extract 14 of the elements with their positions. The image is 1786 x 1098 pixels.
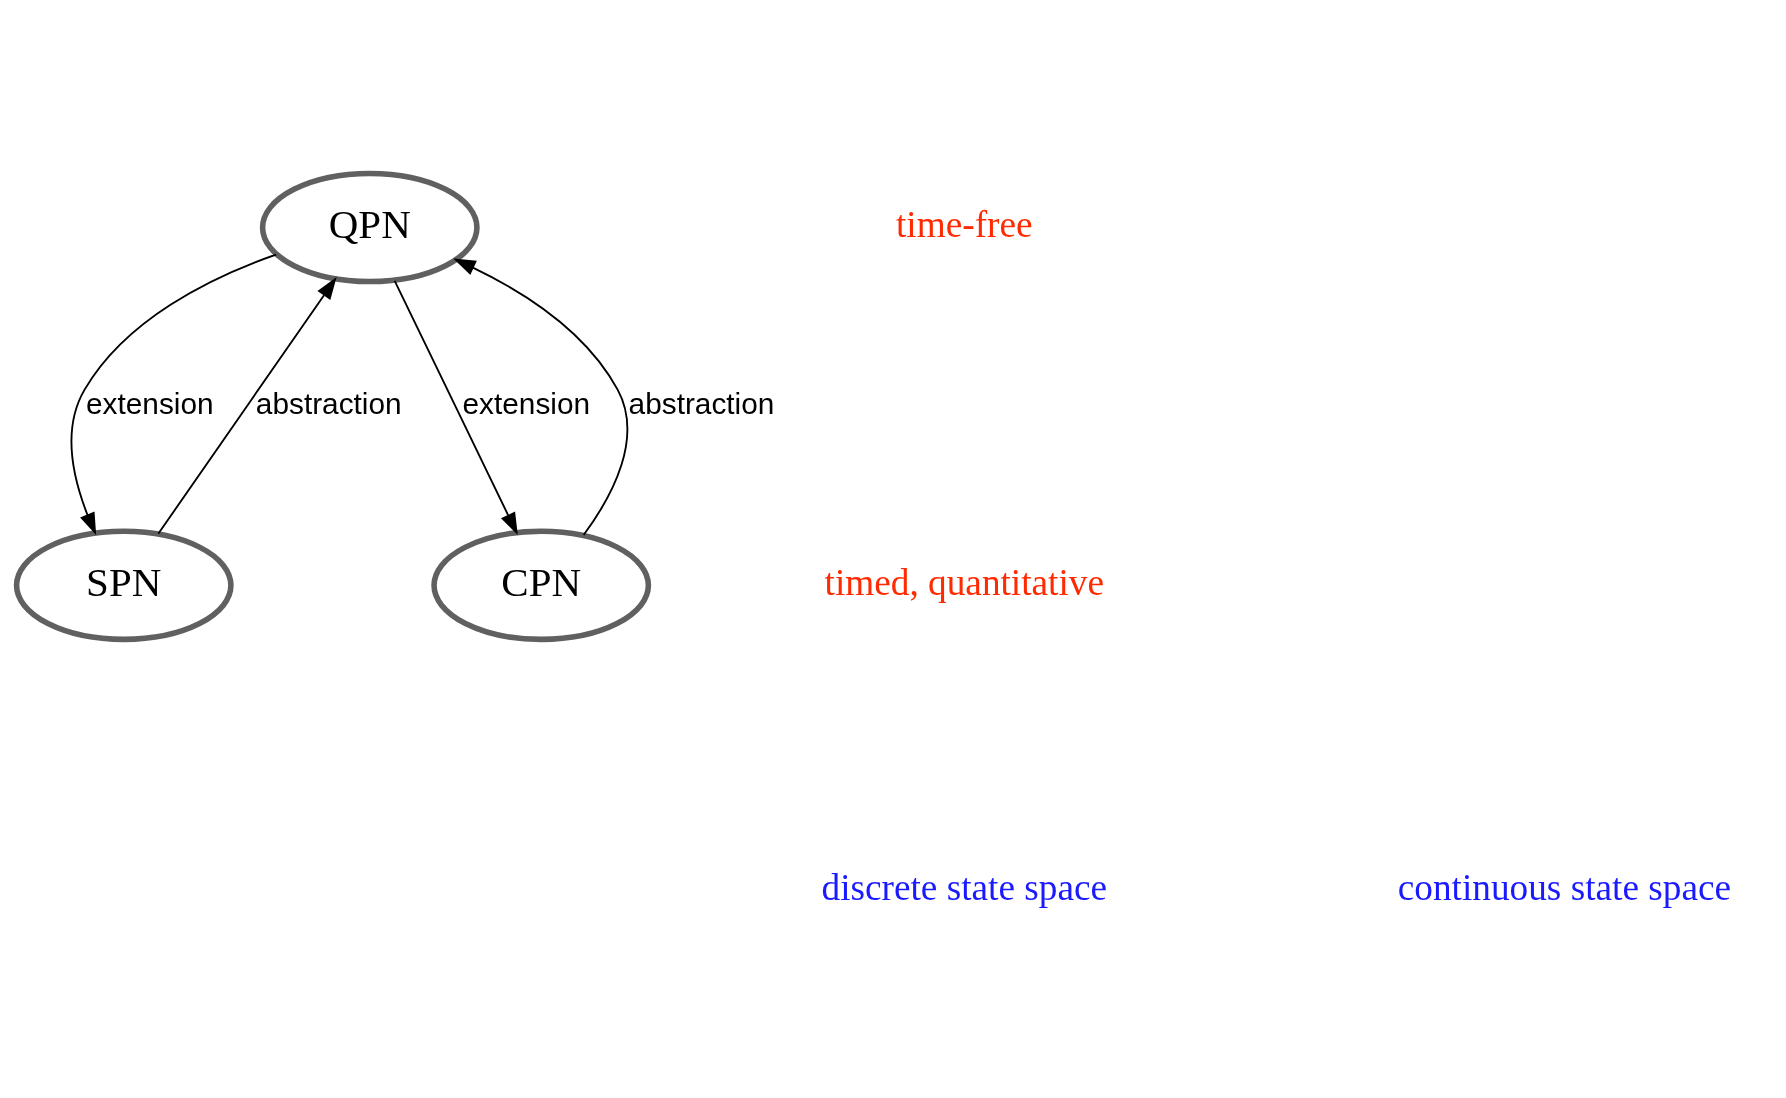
label: discrete state space — [821, 867, 1108, 909]
arrow — [157, 277, 337, 535]
edge-label: abstraction — [628, 386, 775, 420]
label: timed, quantitative — [824, 561, 1104, 603]
node-ellipse: CPN — [431, 528, 652, 643]
node-ellipse: SPN — [13, 528, 234, 643]
edge-label: abstraction — [255, 386, 402, 420]
arrow — [393, 279, 518, 536]
arrow — [453, 258, 629, 536]
label: continuous state space — [1397, 867, 1732, 909]
edge-label: extension — [462, 386, 591, 420]
label: time-free — [896, 203, 1033, 245]
edge-label: extension — [86, 386, 214, 420]
arrow — [70, 253, 278, 536]
